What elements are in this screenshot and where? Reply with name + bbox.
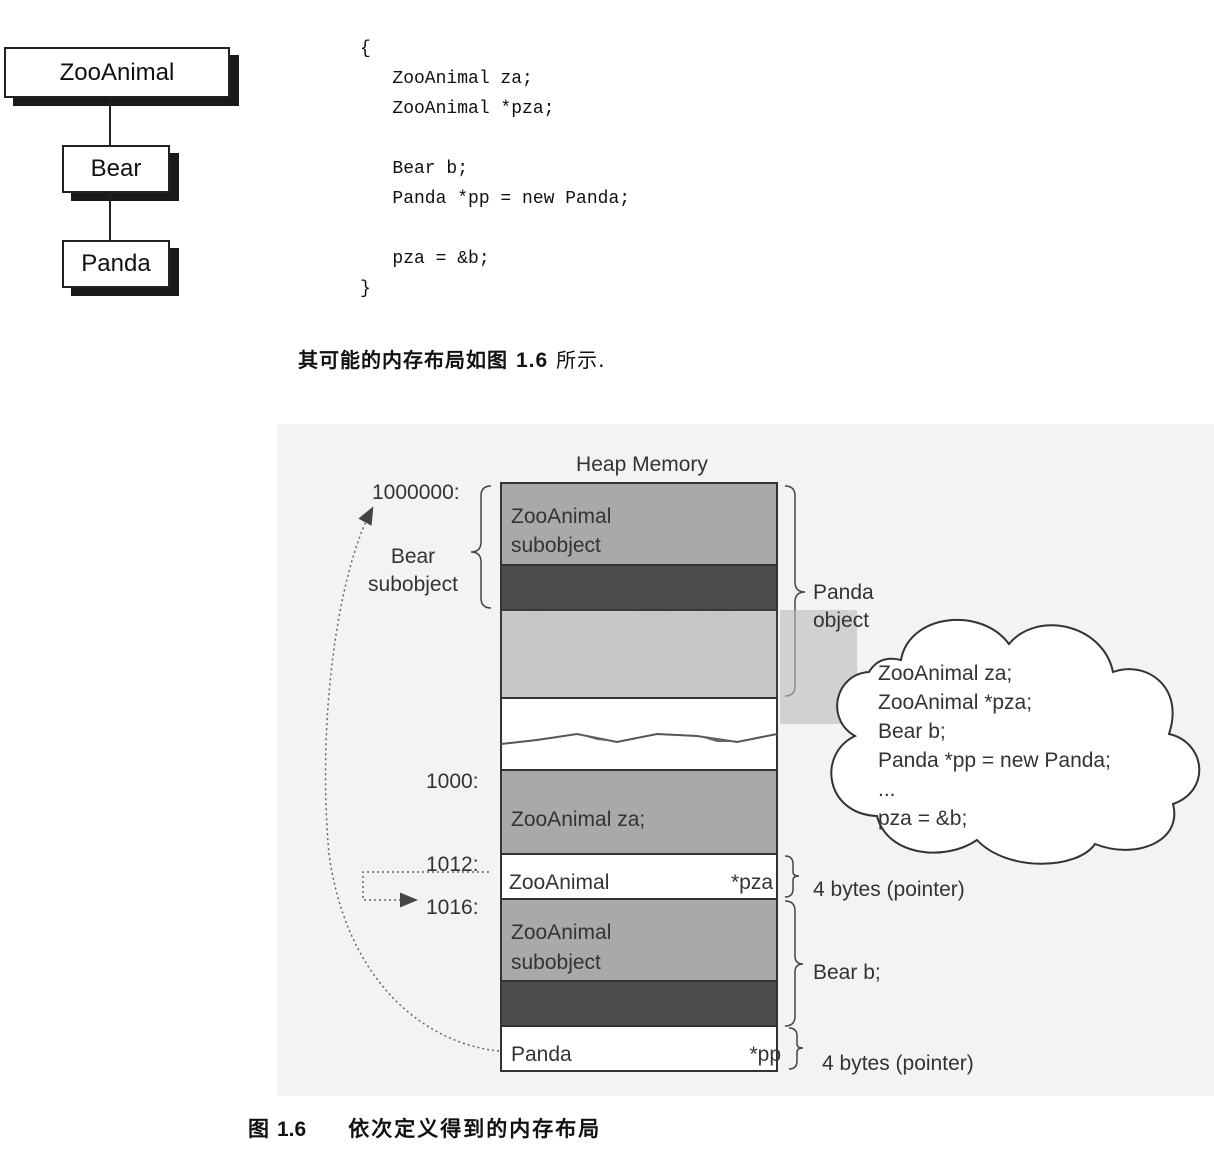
za-cell xyxy=(500,769,778,855)
cell-label: *pp xyxy=(749,1043,781,1066)
cell-label: ZooAnimal za; xyxy=(511,808,645,831)
cell-label: subobject xyxy=(511,951,601,974)
caption-number: 1.6 xyxy=(277,1118,307,1141)
panda-object-label: Panda xyxy=(813,581,874,604)
code-line: pza = &b; xyxy=(360,249,490,269)
bear-subobject-brace xyxy=(470,485,492,609)
code-line: Bear b; xyxy=(360,159,469,179)
code-line: ZooAnimal za; xyxy=(360,69,533,89)
bear-extra-cell-2 xyxy=(500,980,778,1027)
pza-cell xyxy=(500,853,778,900)
bear-zooanimal-subobject-cell xyxy=(500,898,778,982)
bear-subobject-label: subobject xyxy=(368,573,458,596)
caption-label: 图 xyxy=(248,1117,271,1141)
code-line: { xyxy=(360,39,371,59)
hierarchy-node-panda: Panda xyxy=(62,240,170,288)
gap-cell xyxy=(500,697,778,771)
zooanimal-subobject-cell xyxy=(500,482,778,566)
address-label: 1000000: xyxy=(372,481,460,504)
memory-layout-figure: Heap Memory ZooAnimal subobject ZooAnima… xyxy=(277,424,1214,1096)
pp-size-label: 4 bytes (pointer) xyxy=(822,1052,974,1075)
bear-b-label: Bear b; xyxy=(813,961,881,984)
cell-label: ZooAnimal xyxy=(509,871,609,894)
code-cloud xyxy=(830,618,1201,865)
caption-text: 依次定义得到的内存布局 xyxy=(348,1117,602,1141)
pza-brace xyxy=(784,855,800,898)
cloud-line: ZooAnimal *pza; xyxy=(878,691,1032,714)
code-line xyxy=(360,124,630,154)
code-listing: { ZooAnimal za; ZooAnimal *pza; Bear b; … xyxy=(360,34,630,304)
pza-size-label: 4 bytes (pointer) xyxy=(813,878,965,901)
cell-label: Panda xyxy=(511,1043,572,1066)
pza-pointer-arrow xyxy=(362,871,489,908)
cloud-line: ZooAnimal za; xyxy=(878,662,1012,685)
figure-reference: 1.6 xyxy=(515,349,549,372)
hierarchy-node-zooanimal: ZooAnimal xyxy=(4,47,230,98)
memory-layout-diagram: Heap Memory ZooAnimal subobject ZooAnima… xyxy=(324,453,1201,1075)
bear-b-brace xyxy=(784,900,804,1027)
address-label: 1016: xyxy=(426,896,479,919)
memory-break-fill xyxy=(577,734,737,742)
hierarchy-connector xyxy=(109,98,111,145)
cell-label: *pza xyxy=(731,871,773,894)
code-line: Panda *pp = new Panda; xyxy=(360,189,631,209)
heap-memory-title: Heap Memory xyxy=(576,453,708,476)
panda-object-label: object xyxy=(813,609,869,632)
cell-label: ZooAnimal xyxy=(511,921,611,944)
hierarchy-node-bear: Bear xyxy=(62,145,170,193)
figure-caption: 图 1.6 依次定义得到的内存布局 xyxy=(248,1113,601,1143)
cloud-line: Panda *pp = new Panda; xyxy=(878,749,1111,772)
body-sentence: 其可能的内存布局如图 1.6 所示. xyxy=(298,344,606,373)
texture-overlay xyxy=(501,610,777,698)
code-line: } xyxy=(360,279,371,299)
pp-brace xyxy=(788,1027,804,1070)
sentence-prefix: 其可能的内存布局如图 xyxy=(298,348,508,372)
bear-extra-cell xyxy=(500,564,778,611)
cell-label: ZooAnimal xyxy=(511,505,611,528)
cloud-line: pza = &b; xyxy=(878,807,967,830)
code-line xyxy=(360,214,630,244)
cloud-line: ... xyxy=(878,778,896,801)
pp-cell xyxy=(500,1025,778,1072)
bear-subobject-label: Bear xyxy=(391,545,435,568)
address-label: 1000: xyxy=(426,770,479,793)
memory-break-line xyxy=(500,732,778,745)
hierarchy-connector xyxy=(109,193,111,240)
cloud-line: Bear b; xyxy=(878,720,946,743)
sentence-suffix: 所示. xyxy=(556,348,606,372)
address-label: 1012: xyxy=(426,853,479,876)
code-line: ZooAnimal *pza; xyxy=(360,99,555,119)
cell-label: subobject xyxy=(511,534,601,557)
pp-pointer-arrow xyxy=(324,506,500,1052)
